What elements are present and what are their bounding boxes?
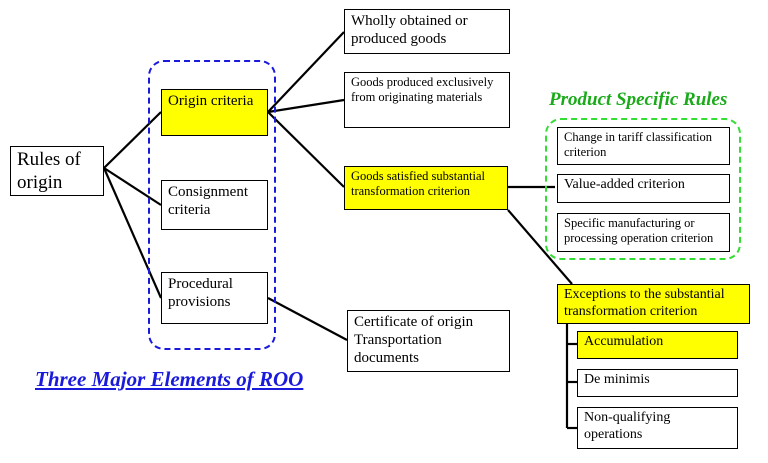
specific-manufacturing-box: Specific manufacturing or processing ope… — [557, 213, 730, 252]
procedural-provisions-box: Procedural provisions — [161, 272, 268, 324]
connector-origin-substantial — [267, 111, 345, 188]
origin-criteria-box: Origin criteria — [161, 89, 268, 136]
value-added-box: Value-added criterion — [557, 174, 730, 203]
exceptions-box: Exceptions to the substantial transforma… — [557, 284, 750, 324]
non-qualifying-box: Non-qualifying operations — [577, 407, 738, 449]
change-in-tariff-box: Change in tariff classification criterio… — [557, 127, 730, 165]
connector-origin-exclusive — [267, 98, 345, 114]
consignment-criteria-box: Consignment criteria — [161, 180, 268, 230]
connector-root-origin — [103, 111, 162, 169]
connector-root-procedural — [102, 167, 163, 299]
product-specific-rules-title: Product Specific Rules — [549, 89, 728, 110]
exclusively-originating-box: Goods produced exclusively from originat… — [344, 72, 510, 128]
rules-of-origin-box: Rules of origin — [10, 146, 104, 196]
certificate-of-origin-box: Certificate of origin Transportation doc… — [347, 310, 510, 372]
connector-origin-wholly — [267, 31, 345, 113]
wholly-obtained-box: Wholly obtained or produced goods — [344, 9, 510, 54]
three-elements-group — [148, 60, 276, 350]
connector-procedural-certificate — [267, 297, 348, 341]
de-minimis-box: De minimis — [577, 369, 738, 397]
three-major-elements-title: Three Major Elements of ROO — [35, 367, 304, 391]
connector-root-consignment — [103, 167, 162, 206]
product-specific-group — [545, 118, 741, 260]
accumulation-box: Accumulation — [577, 331, 738, 359]
connector-substantial-exceptions — [507, 209, 573, 285]
substantial-transformation-box: Goods satisfied substantial transformati… — [344, 166, 508, 210]
